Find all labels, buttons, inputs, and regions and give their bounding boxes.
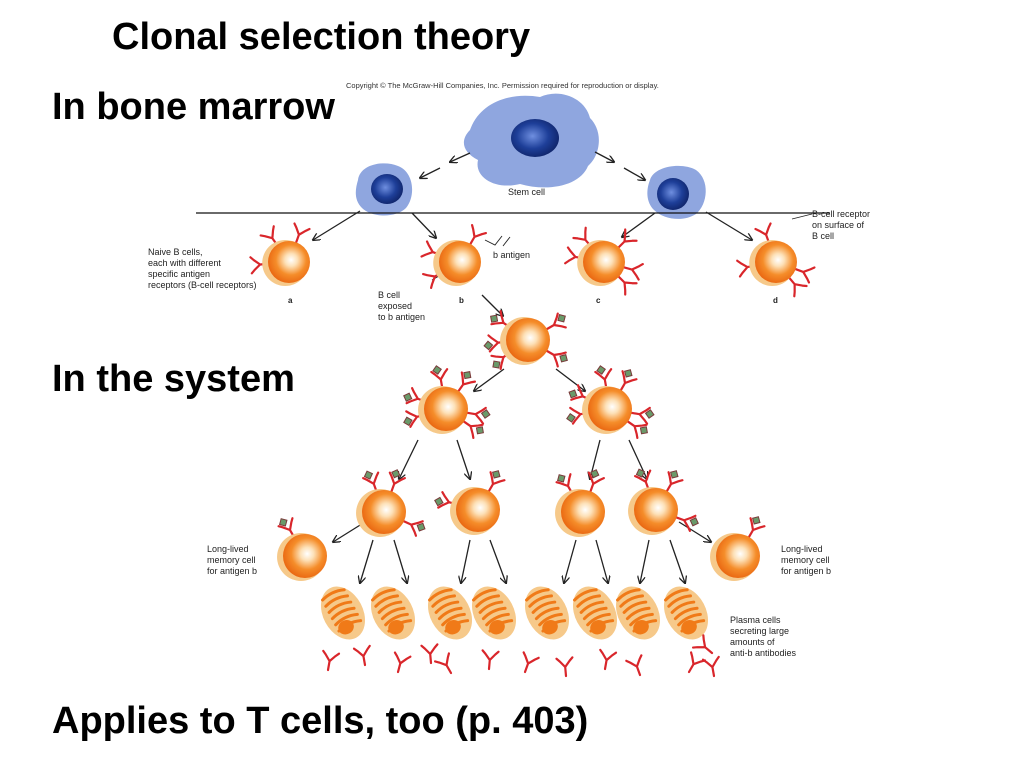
clone-cell-3a (356, 469, 426, 537)
b-cell-receptor (259, 225, 279, 247)
receptor-with-antigen (619, 369, 638, 392)
plasma-cells-label: Plasma cells secreting large amounts of … (730, 615, 797, 658)
plasma-cell (471, 586, 517, 640)
plasma-cell (320, 586, 366, 640)
copyright-notice: Copyright © The McGraw-Hill Companies, I… (346, 81, 659, 90)
slide-title: Clonal selection theory (112, 16, 531, 58)
b-cell-receptor (617, 228, 638, 249)
receptor-with-antigen (665, 470, 684, 493)
cell-letter-b: b (459, 296, 464, 305)
clone-cell-3d (628, 468, 699, 535)
memory-cell-label-right: Long-lived memory cell for antigen b (781, 544, 832, 576)
receptor-with-antigen (456, 371, 477, 393)
b-cell-exposed-label: B cell exposed to b antigen (378, 290, 425, 322)
progenitor-cell-right (647, 165, 706, 219)
b-cell-receptor (572, 226, 593, 248)
memory-cell-label-left: Long-lived memory cell for antigen b (207, 544, 258, 576)
memory-cell-left (277, 517, 327, 581)
plasma-cell (663, 586, 709, 640)
plasma-cell (615, 586, 661, 640)
plasma-cell (427, 586, 473, 640)
receptor-with-antigen (430, 365, 449, 390)
b-cell-receptor (352, 644, 371, 667)
b-cells-layer (249, 222, 816, 581)
plasma-cell (370, 586, 416, 640)
receptor-with-antigen (545, 349, 568, 368)
b-cell-receptor (787, 276, 808, 298)
cell-letter-c: c (596, 296, 601, 305)
b-cell-receptor-label: B-cell receptor on surface of B cell (812, 209, 873, 241)
receptor-with-antigen (388, 469, 406, 494)
b-cell-receptor (555, 656, 574, 678)
b-cell-receptor (599, 648, 618, 671)
memory-cell-right (710, 516, 766, 581)
receptor-with-antigen (277, 517, 296, 539)
b-antigen-label: b antigen (493, 250, 530, 260)
receptor-with-antigen (587, 469, 605, 494)
heading-bone-marrow: In bone marrow (52, 86, 335, 128)
clone-cell-left (403, 365, 491, 440)
b-cell-receptor (625, 654, 643, 677)
receptor-with-antigen (629, 406, 655, 425)
antibodies-layer (322, 634, 720, 678)
b-cell-receptor (481, 649, 500, 671)
activated-b-cell (483, 309, 568, 371)
cell-letter-a: a (288, 296, 293, 305)
b-cell-receptor (617, 275, 638, 296)
clone-cell-right (566, 365, 655, 440)
plasma-cell (524, 586, 570, 640)
b-cell-receptor (754, 222, 772, 245)
plasma-cell (572, 586, 618, 640)
b-cell-receptor (793, 266, 816, 284)
stem-cell (463, 93, 599, 188)
receptor-with-antigen (545, 312, 567, 331)
receptor-with-antigen (674, 514, 699, 532)
clone-cell-3c (555, 469, 605, 537)
receptor-with-antigen (462, 419, 484, 440)
b-cell-receptor (701, 655, 720, 678)
b-cell-receptor (468, 223, 488, 246)
b-cell-receptor (322, 649, 341, 672)
receptor-with-antigen (634, 468, 652, 492)
stem-cell-label: Stem cell (508, 187, 545, 197)
naive-b-cell-b (420, 223, 488, 290)
b-cell-receptor (687, 651, 707, 674)
b-cell-receptor (433, 652, 453, 675)
progenitor-cell-left (355, 163, 413, 216)
b-cell-receptor (420, 643, 439, 665)
receptor-with-antigen (747, 516, 766, 539)
receptor-with-antigen (362, 470, 380, 494)
b-cell-receptor (293, 222, 311, 245)
b-cell-receptor (622, 263, 644, 281)
receptor-with-antigen (555, 473, 574, 495)
naive-b-cell-a (249, 222, 311, 286)
receptor-with-antigen (401, 519, 426, 537)
heading-in-the-system: In the system (52, 358, 295, 400)
b-cell-receptor (522, 651, 540, 674)
naive-b-cell-d (736, 222, 816, 298)
clone-cell-3b (434, 470, 506, 535)
receptor-with-antigen (487, 470, 506, 493)
receptor-with-antigen (626, 419, 648, 440)
receptor-with-antigen (465, 406, 491, 425)
arrows-stem (313, 151, 752, 583)
plasma-cells-layer (320, 586, 709, 640)
b-cell-receptor (691, 634, 714, 655)
b-cell-receptor (393, 651, 412, 674)
heading-t-cells: Applies to T cells, too (p. 403) (52, 700, 589, 742)
receptor-with-antigen (594, 365, 613, 390)
naive-b-cell-c (564, 226, 644, 296)
naive-b-cells-label: Naive B cells, each with different speci… (148, 247, 257, 290)
cell-letter-d: d (773, 296, 778, 305)
